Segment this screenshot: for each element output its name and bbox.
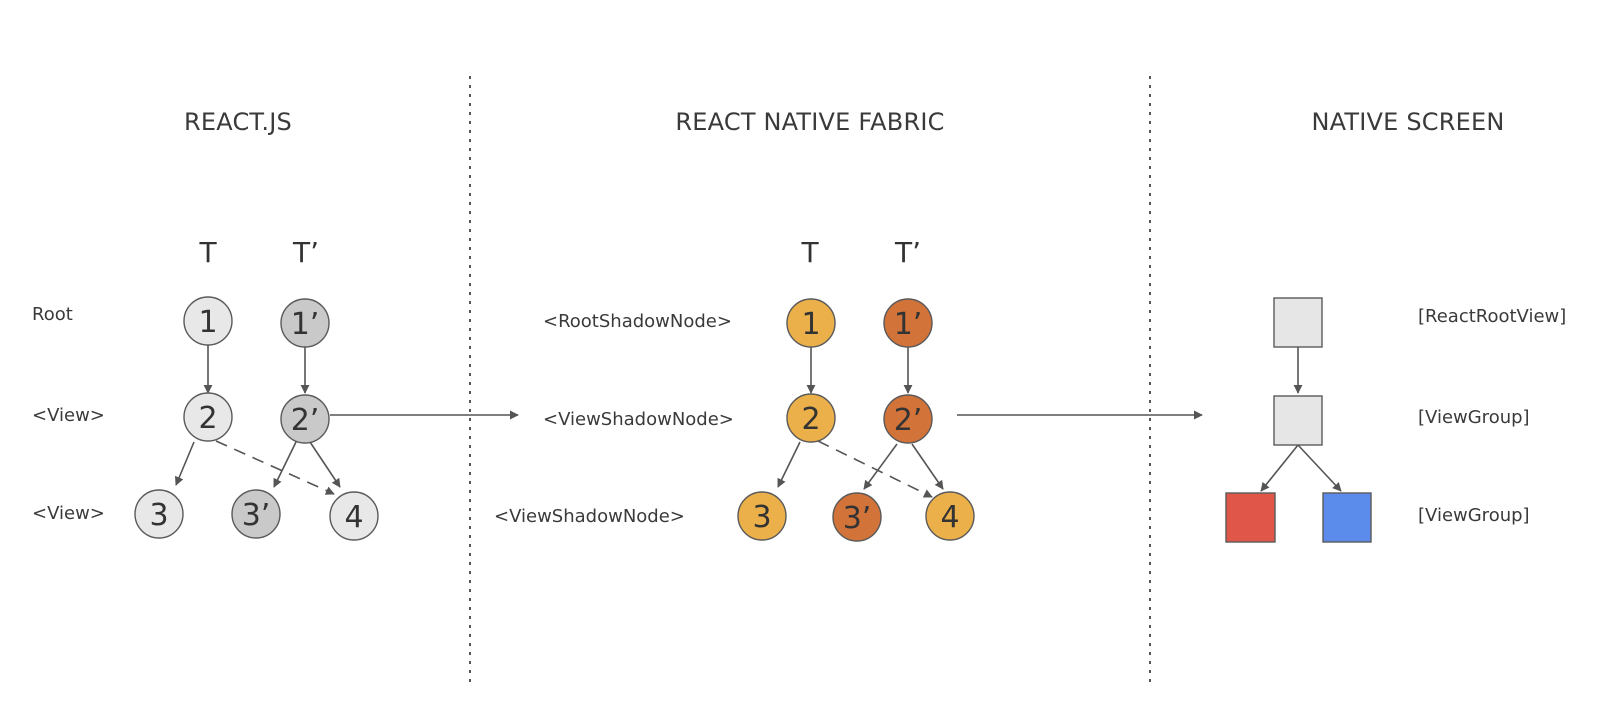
react-js-node-2: 2: [183, 392, 233, 442]
svg-text:3: 3: [149, 498, 168, 533]
native-blue-view-box: [1322, 492, 1372, 543]
native-screen-heading: NATIVE SCREEN: [1311, 108, 1504, 136]
fabric-node-1: 1: [786, 298, 836, 348]
react-js-row-label-view-2: <View>: [32, 503, 105, 524]
native-edge-view-blue: [1297, 444, 1342, 492]
react-js-tree-t-prime-label: T’: [292, 236, 319, 269]
react-js-row-label-view-1: <View>: [32, 405, 105, 426]
fabric-row-label-view-2: <ViewShadowNode>: [494, 506, 685, 527]
native-row-label-view-2: [ViewGroup]: [1418, 505, 1530, 526]
fabric-edge-2p-3p: [863, 443, 898, 490]
fabric-node-3-prime: 3’: [832, 492, 882, 542]
fabric-row-label-view-1: <ViewShadowNode>: [543, 409, 734, 430]
react-js-edge-2-3: [174, 441, 195, 486]
svg-text:1’: 1’: [291, 307, 320, 342]
react-js-row-label-root: Root: [32, 304, 73, 325]
react-js-heading: REACT.JS: [184, 108, 292, 136]
svg-text:2: 2: [801, 402, 820, 437]
fabric-heading: REACT NATIVE FABRIC: [675, 108, 944, 136]
svg-text:3’: 3’: [843, 501, 872, 536]
svg-text:4: 4: [344, 500, 363, 535]
svg-text:3: 3: [752, 500, 771, 535]
react-js-edge-2p-4: [309, 441, 341, 488]
react-js-edge-2p-3p: [273, 441, 297, 488]
native-row-label-root: [ReactRootView]: [1418, 306, 1566, 327]
svg-text:4: 4: [940, 500, 959, 535]
native-row-label-view-1: [ViewGroup]: [1418, 407, 1530, 428]
react-js-node-1: 1: [183, 296, 233, 346]
fabric-edge-2p-4: [911, 443, 944, 490]
react-js-node-4: 4: [329, 491, 379, 541]
fabric-tree-t-prime-label: T’: [894, 236, 921, 269]
fabric-tree-t-label: T: [800, 236, 819, 269]
react-js-edge-2-4-dashed: [215, 440, 335, 495]
fabric-edge-2-4-dashed: [817, 440, 933, 498]
fabric-node-1-prime: 1’: [883, 298, 933, 348]
fabric-node-4: 4: [925, 491, 975, 541]
svg-text:1: 1: [801, 307, 820, 342]
native-root-view-box: [1273, 297, 1323, 348]
fabric-node-3: 3: [737, 491, 787, 541]
react-js-node-2-prime: 2’: [280, 394, 330, 444]
svg-text:3’: 3’: [242, 498, 271, 533]
native-red-view-box: [1225, 492, 1276, 543]
svg-text:2’: 2’: [291, 403, 320, 438]
react-js-node-1-prime: 1’: [280, 298, 330, 348]
react-js-tree-t-label: T: [198, 236, 217, 269]
fabric-row-label-root: <RootShadowNode>: [543, 311, 732, 332]
fabric-edge-2-3: [777, 441, 801, 488]
native-edge-view-red: [1260, 444, 1299, 492]
fabric-node-2-prime: 2’: [883, 394, 933, 444]
svg-text:2’: 2’: [894, 403, 923, 438]
native-view-group-box: [1273, 395, 1323, 446]
fabric-node-2: 2: [786, 393, 836, 443]
react-js-node-3: 3: [134, 489, 184, 539]
svg-text:2: 2: [198, 401, 217, 436]
svg-text:1’: 1’: [894, 307, 923, 342]
svg-text:1: 1: [198, 305, 217, 340]
react-js-node-3-prime: 3’: [231, 489, 281, 539]
